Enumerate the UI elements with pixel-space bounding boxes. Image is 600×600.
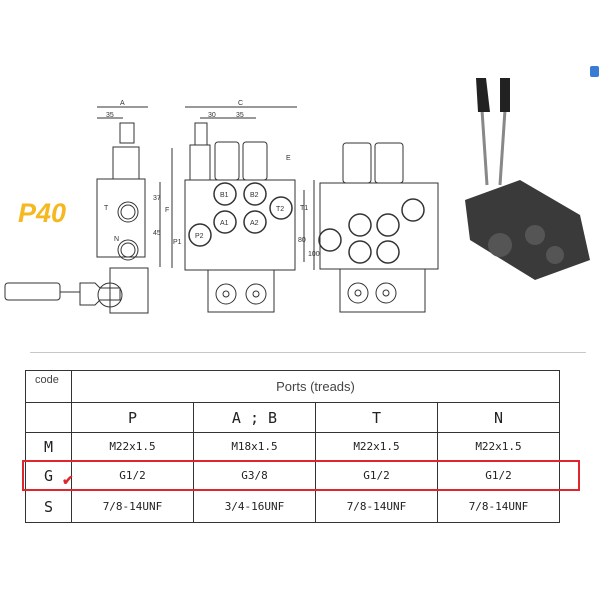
port-b1: B1 [220, 192, 229, 199]
port-p1: P1 [173, 239, 182, 246]
row-code: G [25, 460, 72, 491]
dim-30: 30 [208, 112, 216, 119]
column-header-ab: A ; B [193, 402, 316, 433]
empty-cell [25, 402, 72, 433]
model-label: P40 [18, 198, 67, 228]
table-title: Ports (treads) [71, 370, 560, 403]
port-t: T [104, 205, 109, 212]
side-view: A 35 T N 37 45 F [4, 100, 173, 314]
cell: M22x1.5 [437, 432, 560, 461]
valve-product-photo [465, 78, 590, 280]
dim-80: 80 [298, 237, 306, 244]
column-header-n: N [437, 402, 560, 433]
dim-35b: 35 [236, 112, 244, 119]
port-t2: T2 [276, 206, 284, 213]
rear-view [318, 142, 439, 313]
cell: 7/8-14UNF [71, 490, 194, 523]
port-a2: A2 [250, 220, 259, 227]
front-view: C 30 35 E B1 B2 A1 A2 T2 P2 P1 T1 80 100 [173, 100, 320, 313]
dim-e: E [286, 155, 291, 162]
code-header: code [25, 370, 72, 403]
dim-c: C [238, 100, 243, 107]
dim-f: F [165, 207, 169, 214]
ports-table: code Ports (treads) P A ; B T N M M22x1.… [25, 370, 560, 523]
row-code: M [25, 432, 72, 461]
table-row: G G1/2 G3/8 G1/2 G1/2 [25, 460, 560, 491]
cell: 3/4-16UNF [193, 490, 316, 523]
row-code: S [25, 490, 72, 523]
port-n: N [114, 236, 119, 243]
port-a1: A1 [220, 220, 229, 227]
table-row: M M22x1.5 M18x1.5 M22x1.5 M22x1.5 [25, 432, 560, 461]
dim-a: A [120, 100, 125, 107]
valve-technical-drawing: A 35 T N 37 45 F C 30 35 E B1 B2 A1 [4, 78, 590, 314]
port-b2: B2 [250, 192, 259, 199]
table-row: S 7/8-14UNF 3/4-16UNF 7/8-14UNF 7/8-14UN… [25, 490, 560, 523]
dim-45: 45 [153, 230, 161, 237]
cell: 7/8-14UNF [315, 490, 438, 523]
dim-35: 35 [106, 112, 114, 119]
cell: G1/2 [437, 460, 560, 491]
port-p2: P2 [195, 233, 204, 240]
dim-37: 37 [153, 195, 161, 202]
highlight-box [22, 460, 580, 491]
cell: 7/8-14UNF [437, 490, 560, 523]
app-icon [590, 66, 599, 77]
column-header-p: P [71, 402, 194, 433]
cell: M22x1.5 [71, 432, 194, 461]
checkmark-icon: ✔ [62, 472, 74, 488]
divider [30, 352, 586, 353]
cell: G1/2 [315, 460, 438, 491]
cell: M22x1.5 [315, 432, 438, 461]
column-header-t: T [315, 402, 438, 433]
cell: M18x1.5 [193, 432, 316, 461]
